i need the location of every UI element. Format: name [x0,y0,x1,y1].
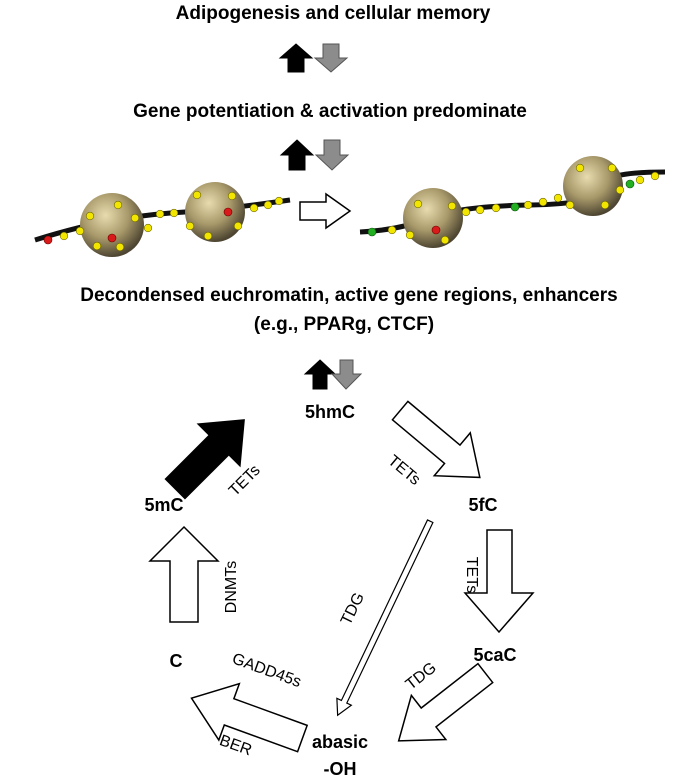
arrow-5hmc-to-5fc [391,400,481,479]
arrow-c-to-5mc [148,525,220,623]
transition-arrow-icon [299,192,352,230]
heading-adipogenesis: Adipogenesis and cellular memory [176,3,491,24]
enzyme-tdg-2: TDG [403,659,440,693]
chromatin-active [359,156,666,248]
node-5hmc: 5hmC [305,402,355,422]
arrow-5mc-to-5hmc [164,419,245,500]
enzyme-tets-2: TETs [384,452,423,488]
up-down-arrows-1 [278,43,349,73]
down-arrow-icon [314,139,350,171]
arrow-5cac-to-abasic [397,662,494,742]
arrow-5fc-to-abasic [336,519,434,717]
heading-gene-potentiation: Gene potentiation & activation predomina… [133,101,527,122]
nucleosome-icon [185,182,245,242]
nucleosome-icon [403,188,463,248]
arrow-abasic-to-c [190,682,309,753]
up-arrow-icon [303,359,337,390]
nucleosome-icon [80,193,144,257]
heading-examples: (e.g., PPARg, CTCF) [254,314,434,335]
arrow-5fc-to-5cac [463,529,535,634]
up-arrow-icon [279,139,315,171]
node-c: C [170,651,183,671]
enzyme-gadd45s: GADD45s [230,650,304,691]
node-5mc: 5mC [144,495,183,515]
enzyme-tets-3: TETs [463,557,480,593]
down-arrow-icon [330,359,363,390]
chromatin-methylated [34,182,291,257]
node-oh: -OH [324,759,357,779]
node-abasic: abasic [312,732,368,752]
down-arrow-icon [313,43,349,73]
up-down-arrows-3 [303,359,363,390]
enzyme-tdg-1: TDG [338,590,368,628]
enzyme-ber: BER [217,732,254,759]
up-arrow-icon [278,43,314,73]
node-5cac: 5caC [473,645,516,665]
up-down-arrows-2 [279,139,350,171]
enzyme-tets-1: TETs [226,462,264,500]
enzyme-dnmts: DNMTs [223,561,240,613]
node-5fc: 5fC [468,495,497,515]
heading-euchromatin: Decondensed euchromatin, active gene reg… [80,285,617,306]
